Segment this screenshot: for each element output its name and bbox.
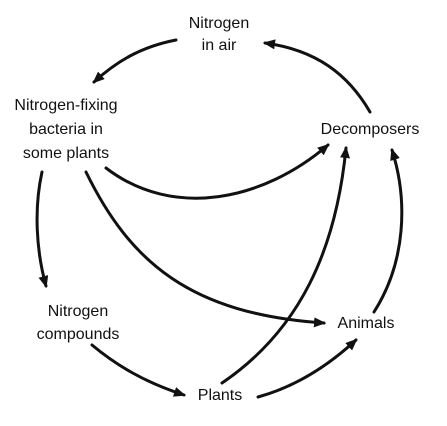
node-nitrogen-fixing-bacteria: Nitrogen-fixing bacteria in some plants xyxy=(14,97,117,162)
node-nitrogen-fixing-bacteria-line-1: Nitrogen-fixing xyxy=(14,97,117,114)
node-nitrogen-fixing-bacteria-line-2: bacteria in xyxy=(29,121,103,138)
node-plants: Plants xyxy=(198,387,242,404)
node-nitrogen-in-air-line-1: Nitrogen xyxy=(189,15,249,32)
arrow-decomposers-to-nitrogen-air xyxy=(263,39,372,114)
arrow-animals-to-decomposers xyxy=(372,148,404,314)
node-nitrogen-compounds-line-1: Nitrogen xyxy=(48,303,108,320)
arrow-plants-to-animals xyxy=(256,338,358,399)
arrow-compounds-to-plants xyxy=(90,343,186,397)
node-decomposers: Decomposers xyxy=(321,121,420,138)
node-nitrogen-fixing-bacteria-line-3: some plants xyxy=(23,145,109,162)
node-nitrogen-compounds-line-2: compounds xyxy=(37,326,120,343)
arrow-nitrogen-air-to-bacteria xyxy=(92,38,178,84)
node-nitrogen-in-air-line-2: in air xyxy=(202,37,237,54)
arrow-plants-to-decomposers xyxy=(220,146,350,385)
node-nitrogen-compounds: Nitrogen compounds xyxy=(37,303,120,343)
arrow-bacteria-to-animals xyxy=(84,170,326,328)
arrow-bacteria-to-compounds xyxy=(35,170,49,288)
node-decomposers-label: Decomposers xyxy=(321,121,420,138)
arrow-bacteria-to-decomposers xyxy=(104,143,330,200)
node-animals-label: Animals xyxy=(338,315,395,332)
node-nitrogen-in-air: Nitrogen in air xyxy=(189,15,249,54)
node-plants-label: Plants xyxy=(198,387,242,404)
node-animals: Animals xyxy=(338,315,395,332)
